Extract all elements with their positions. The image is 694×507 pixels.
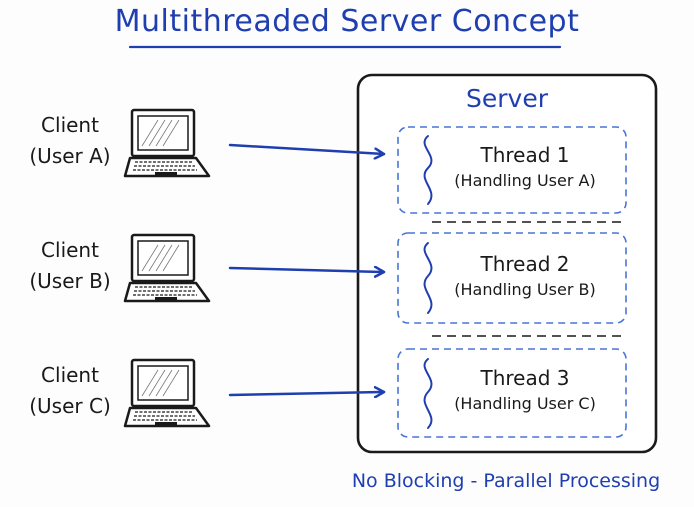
client-line2: (User A) [29, 144, 111, 168]
thread-name: Thread 1 [480, 143, 570, 167]
thread-name: Thread 2 [480, 252, 570, 276]
client-line2: (User C) [29, 394, 111, 418]
thread-squiggle-icon [423, 242, 433, 314]
thread-task: (Handling User A) [454, 171, 596, 190]
thread-task: (Handling User C) [454, 394, 596, 413]
thread-squiggle-icon [423, 135, 433, 205]
thread-box [397, 126, 627, 214]
thread-2: Thread 2 (Handling User B) [418, 250, 632, 302]
thread-3: Thread 3 (Handling User C) [418, 364, 632, 416]
client-label-a: Client (User A) [20, 110, 120, 172]
thread-squiggle-icon [423, 358, 433, 429]
thread-name: Thread 3 [480, 366, 570, 390]
thread-box [397, 348, 627, 438]
arrow-user-a [228, 143, 386, 154]
client-line1: Client [41, 113, 99, 137]
footer-caption: No Blocking - Parallel Processing [351, 470, 661, 492]
laptop-icon [123, 108, 211, 178]
server-label: Server [466, 84, 548, 113]
thread-box [397, 232, 627, 324]
laptop-icon [123, 233, 211, 303]
client-label-c: Client (User C) [20, 360, 120, 422]
client-line1: Client [41, 238, 99, 262]
client-line2: (User B) [29, 269, 111, 293]
diagram-title: Multithreaded Server Concept [114, 4, 580, 39]
laptop-icon [123, 358, 211, 428]
client-line1: Client [41, 363, 99, 387]
client-label-b: Client (User B) [20, 235, 120, 297]
thread-task: (Handling User B) [454, 280, 596, 299]
thread-1: Thread 1 (Handling User A) [418, 141, 632, 193]
server-box [356, 73, 658, 454]
arrow-user-c [228, 392, 386, 395]
arrow-user-b [228, 268, 386, 272]
